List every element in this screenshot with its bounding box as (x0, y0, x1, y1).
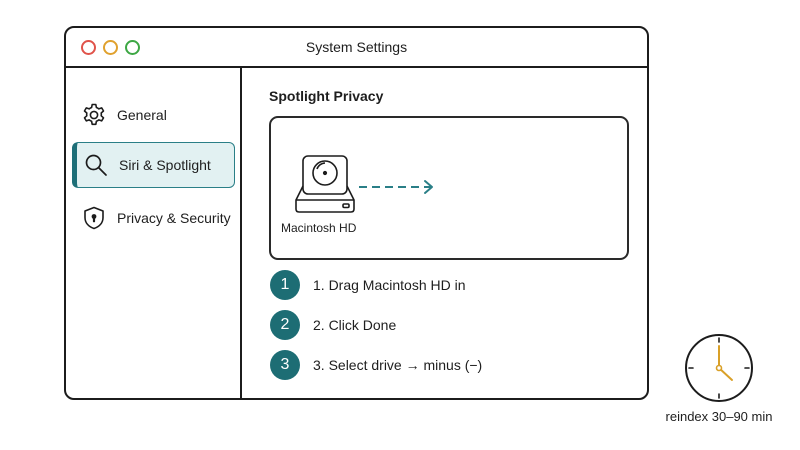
sidebar-item-label: Siri & Spotlight (119, 157, 211, 173)
close-button[interactable] (81, 40, 96, 55)
zoom-button[interactable] (125, 40, 140, 55)
step-text: 2. Click Done (313, 317, 397, 333)
section-title: Spotlight Privacy (269, 88, 384, 104)
clock-icon (684, 333, 754, 403)
step-number-badge: 1 (270, 270, 300, 300)
step-2: 2 2. Click Done (270, 310, 396, 340)
settings-window: System Settings General (64, 26, 649, 400)
spotlight-privacy-drop-area[interactable]: Macintosh HD (269, 116, 629, 260)
reindex-time-caption: reindex 30–90 min (665, 409, 773, 424)
dashed-arrow-right-icon (359, 179, 439, 195)
step-number-badge: 3 (270, 350, 300, 380)
step-3: 3 3. Select drive → minus (−) (270, 350, 482, 380)
sidebar-item-general[interactable]: General (72, 92, 235, 138)
window-title: System Settings (305, 39, 408, 55)
step-text: 1. Drag Macintosh HD in (313, 277, 466, 293)
drive-label: Macintosh HD (281, 221, 357, 235)
step-number-badge: 2 (270, 310, 300, 340)
sidebar: General Siri & Spotlight (66, 68, 242, 398)
shield-lock-icon (80, 204, 108, 232)
gear-icon (80, 101, 108, 129)
sidebar-item-siri-spotlight[interactable]: Siri & Spotlight (72, 142, 235, 188)
main-content: Spotlight Privacy (242, 68, 647, 398)
sidebar-item-privacy-security[interactable]: Privacy & Security (72, 195, 235, 241)
step-1: 1 1. Drag Macintosh HD in (270, 270, 466, 300)
hard-drive-icon[interactable] (293, 154, 357, 214)
minimize-button[interactable] (103, 40, 118, 55)
step-text: 3. Select drive → minus (−) (313, 357, 483, 373)
search-icon (82, 151, 110, 179)
sidebar-item-label: Privacy & Security (117, 210, 231, 226)
title-bar: System Settings (66, 28, 647, 68)
sidebar-item-label: General (117, 107, 167, 123)
